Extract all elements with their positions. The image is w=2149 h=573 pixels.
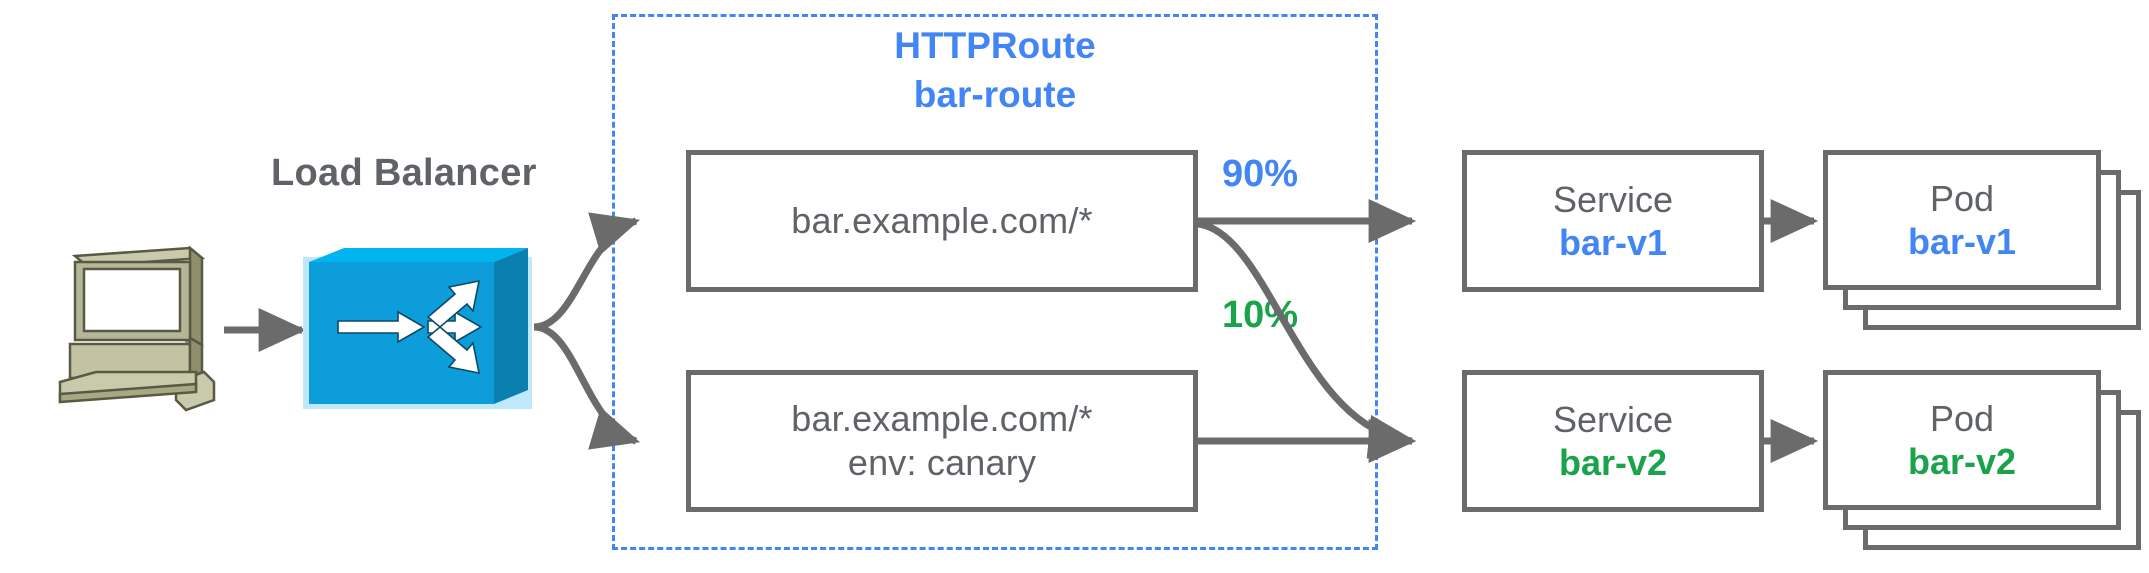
- pod-kind-label-v1: Pod: [1929, 177, 1995, 219]
- httproute-rule-canary[interactable]: bar.example.com/* env: canary: [686, 370, 1198, 512]
- rule-default-match: bar.example.com/*: [791, 200, 1093, 242]
- httproute-group-title: HTTPRoute bar-route: [612, 22, 1378, 120]
- service-name-label-v1: bar-v1: [1558, 222, 1668, 263]
- load-balancer-label: Load Balancer: [271, 152, 537, 194]
- pod-replica-front-1[interactable]: Pod bar-v2: [1823, 370, 2101, 510]
- connector-lb-to-rule-default: [533, 212, 641, 331]
- rule-canary-header: env: canary: [847, 442, 1037, 483]
- pod-name-label-v2: bar-v2: [1907, 441, 2017, 482]
- httproute-rule-default[interactable]: bar.example.com/*: [686, 150, 1198, 292]
- service-bar-v1[interactable]: Service bar-v1: [1462, 150, 1764, 292]
- service-kind-label-v2: Service: [1552, 398, 1674, 440]
- rule-canary-match: bar.example.com/*: [791, 398, 1093, 440]
- httproute-group-boundary: [612, 14, 1378, 550]
- httproute-kind-label: HTTPRoute: [894, 25, 1096, 66]
- pod-replica-front-1[interactable]: Pod bar-v1: [1823, 150, 2101, 290]
- httproute-name-label: bar-route: [913, 73, 1077, 115]
- connector-rule-default-to-service-v2: [1197, 220, 1417, 459]
- weight-label-90: 90%: [1222, 153, 1299, 195]
- connector-lb-to-rule-canary: [533, 323, 641, 450]
- service-name-label-v2: bar-v2: [1558, 442, 1668, 483]
- service-kind-label-v1: Service: [1552, 178, 1674, 220]
- pod-name-label-v1: bar-v1: [1907, 221, 2017, 262]
- pod-kind-label-v2: Pod: [1929, 397, 1995, 439]
- service-bar-v2[interactable]: Service bar-v2: [1462, 370, 1764, 512]
- pod-stack-bar-v2[interactable]: Pod bar-v2: [1823, 370, 2149, 550]
- computer-workstation-icon: [58, 245, 216, 412]
- pod-stack-bar-v1[interactable]: Pod bar-v1: [1823, 150, 2149, 330]
- load-balancer-switch-icon[interactable]: [303, 248, 532, 409]
